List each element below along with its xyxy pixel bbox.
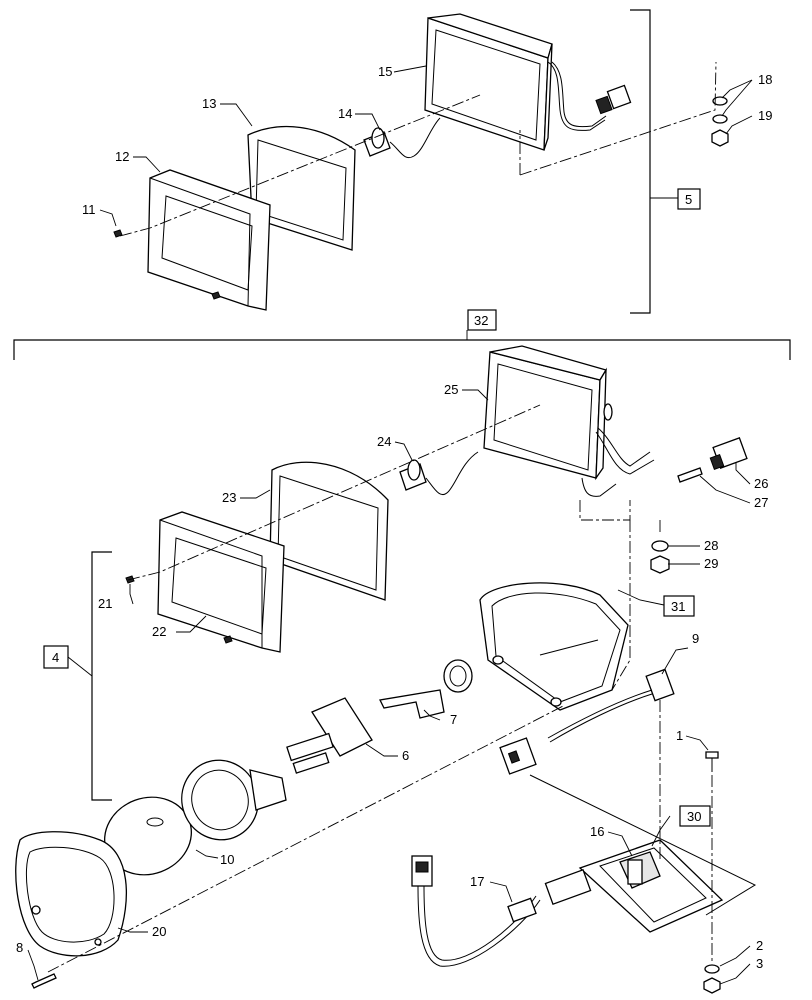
callout-10: 10 [220,852,234,867]
part-2-3-washer-nut [703,964,721,994]
callout-16: 16 [590,824,604,839]
callout-labels: 15 13 14 12 11 18 19 25 24 23 26 27 28 2… [16,64,772,971]
part-20-bezel-ring [15,831,127,957]
callout-box-32: 32 [467,309,497,331]
callout-22: 22 [152,624,166,639]
callout-18: 18 [758,72,772,87]
callout-32: 32 [474,313,488,328]
part-13-lens [247,125,356,251]
callout-25: 25 [444,382,458,397]
callout-8: 8 [16,940,23,955]
callout-31: 31 [671,599,685,614]
callout-box-30: 30 [679,805,711,827]
callout-23: 23 [222,490,236,505]
callout-27: 27 [754,495,768,510]
callout-2: 2 [756,938,763,953]
callout-17: 17 [470,874,484,889]
part-22-bezel [157,511,285,653]
callout-3: 3 [756,956,763,971]
part-1-screw [705,751,719,772]
callout-box-5: 5 [677,188,701,210]
part-10-lamp-unit [104,759,287,876]
part-11-screws [113,229,221,300]
callout-1: 1 [676,728,683,743]
part-18-19-washers-nut [711,96,729,147]
bottom-lamp-assembly [15,345,757,994]
callout-14: 14 [338,106,352,121]
callout-15: 15 [378,64,392,79]
part-14-bulb [363,117,441,158]
part-17-harness [411,855,592,967]
callout-12: 12 [115,149,129,164]
part-8-screw [31,973,57,989]
callout-29: 29 [704,556,718,571]
bracket-5 [630,9,651,314]
part-9-harness [499,668,675,775]
leader-lines [27,65,753,985]
callout-box-4: 4 [43,645,69,669]
part-6-ballast [286,697,373,774]
part-31-shroud [479,582,629,711]
part-23-lens [269,461,389,601]
part-25-lamp-housing [483,345,655,497]
part-26-27-connector [677,437,748,483]
bracket-32 [13,339,791,360]
callout-13: 13 [202,96,216,111]
callout-9: 9 [692,631,699,646]
part-7-bracket [379,689,445,719]
callout-24: 24 [377,434,391,449]
top-lamp-assembly [113,13,729,311]
callout-19: 19 [758,108,772,123]
part-28-29-washer-nut [650,540,670,574]
callout-6: 6 [402,748,409,763]
callout-30: 30 [687,809,701,824]
callout-28: 28 [704,538,718,553]
bracket-4 [91,551,112,801]
callout-21: 21 [98,596,112,611]
part-15-lamp-housing [424,13,632,151]
callout-box-31: 31 [663,595,695,617]
callout-11: 11 [82,202,96,217]
callout-20: 20 [152,924,166,939]
part-12-bezel [147,169,271,311]
callout-4: 4 [52,650,59,665]
part-24-bulb [399,451,479,496]
callout-7: 7 [450,712,457,727]
callout-26: 26 [754,476,768,491]
ring-nut [443,659,473,693]
part-16-module [578,839,724,933]
callout-5: 5 [685,192,692,207]
